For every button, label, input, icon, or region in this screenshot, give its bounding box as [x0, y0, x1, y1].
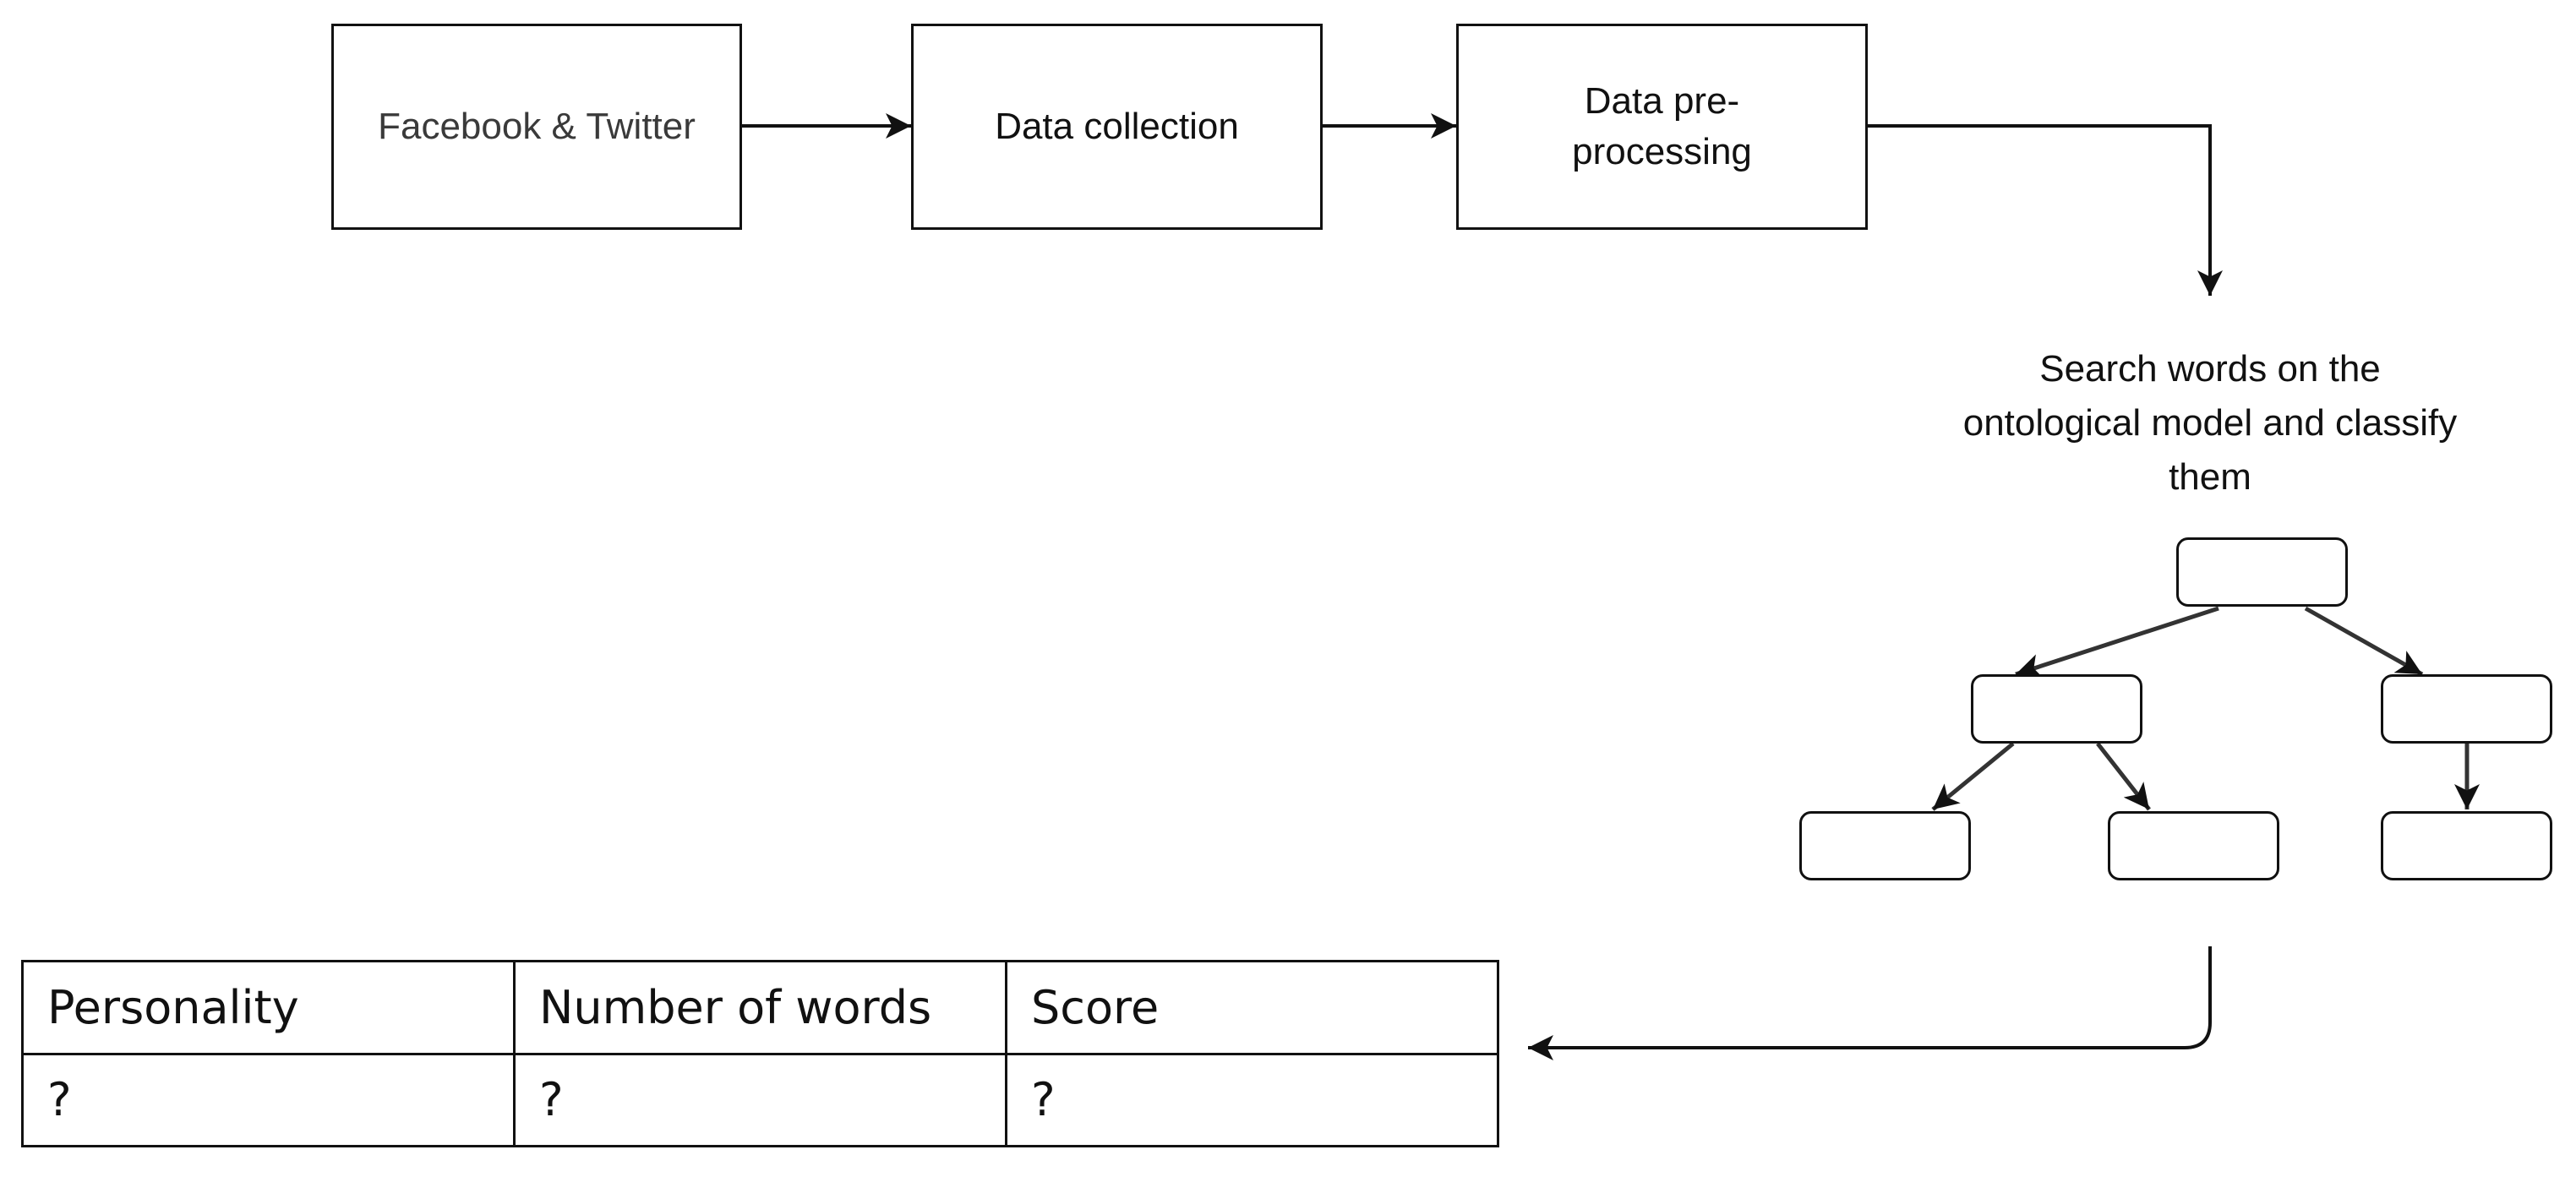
tree-edge-root-right [2304, 606, 2424, 677]
table-header-row: Personality Number of words Score [21, 960, 1499, 1055]
data-preprocessing-label: Data pre-processing [1572, 80, 1752, 172]
header-personality: Personality [21, 960, 516, 1055]
search-classify-label: Search words on the ontological model an… [1962, 348, 2458, 498]
table-row: ? ? ? [21, 1052, 1499, 1147]
tree-node-leaf-3 [2381, 811, 2552, 880]
header-number-of-words: Number of words [513, 960, 1007, 1055]
data-collection-box: Data collection [911, 24, 1323, 230]
tree-node-left [1971, 674, 2142, 744]
result-table: Personality Number of words Score ? ? ? [21, 960, 1499, 1147]
tree-node-leaf-1 [1799, 811, 1971, 880]
tree-edge-left-leaf2 [2096, 742, 2151, 811]
data-preprocessing-box: Data pre-processing [1456, 24, 1868, 230]
source-box: Facebook & Twitter [331, 24, 742, 230]
cell-score: ? [1005, 1052, 1499, 1147]
tree-edge-root-left [2015, 606, 2219, 678]
arrow-preprocessing-to-search [1868, 124, 2223, 296]
header-score: Score [1005, 960, 1499, 1055]
tree-node-root [2176, 537, 2348, 607]
cell-number-of-words: ? [513, 1052, 1007, 1147]
tree-node-leaf-2 [2108, 811, 2279, 880]
tree-edge-left-leaf1 [1931, 742, 2015, 811]
data-collection-label: Data collection [995, 106, 1239, 147]
cell-personality: ? [21, 1052, 516, 1147]
source-label: Facebook & Twitter [378, 106, 696, 147]
arrow-tree-to-table [1528, 946, 2212, 1060]
tree-node-right [2381, 674, 2552, 744]
